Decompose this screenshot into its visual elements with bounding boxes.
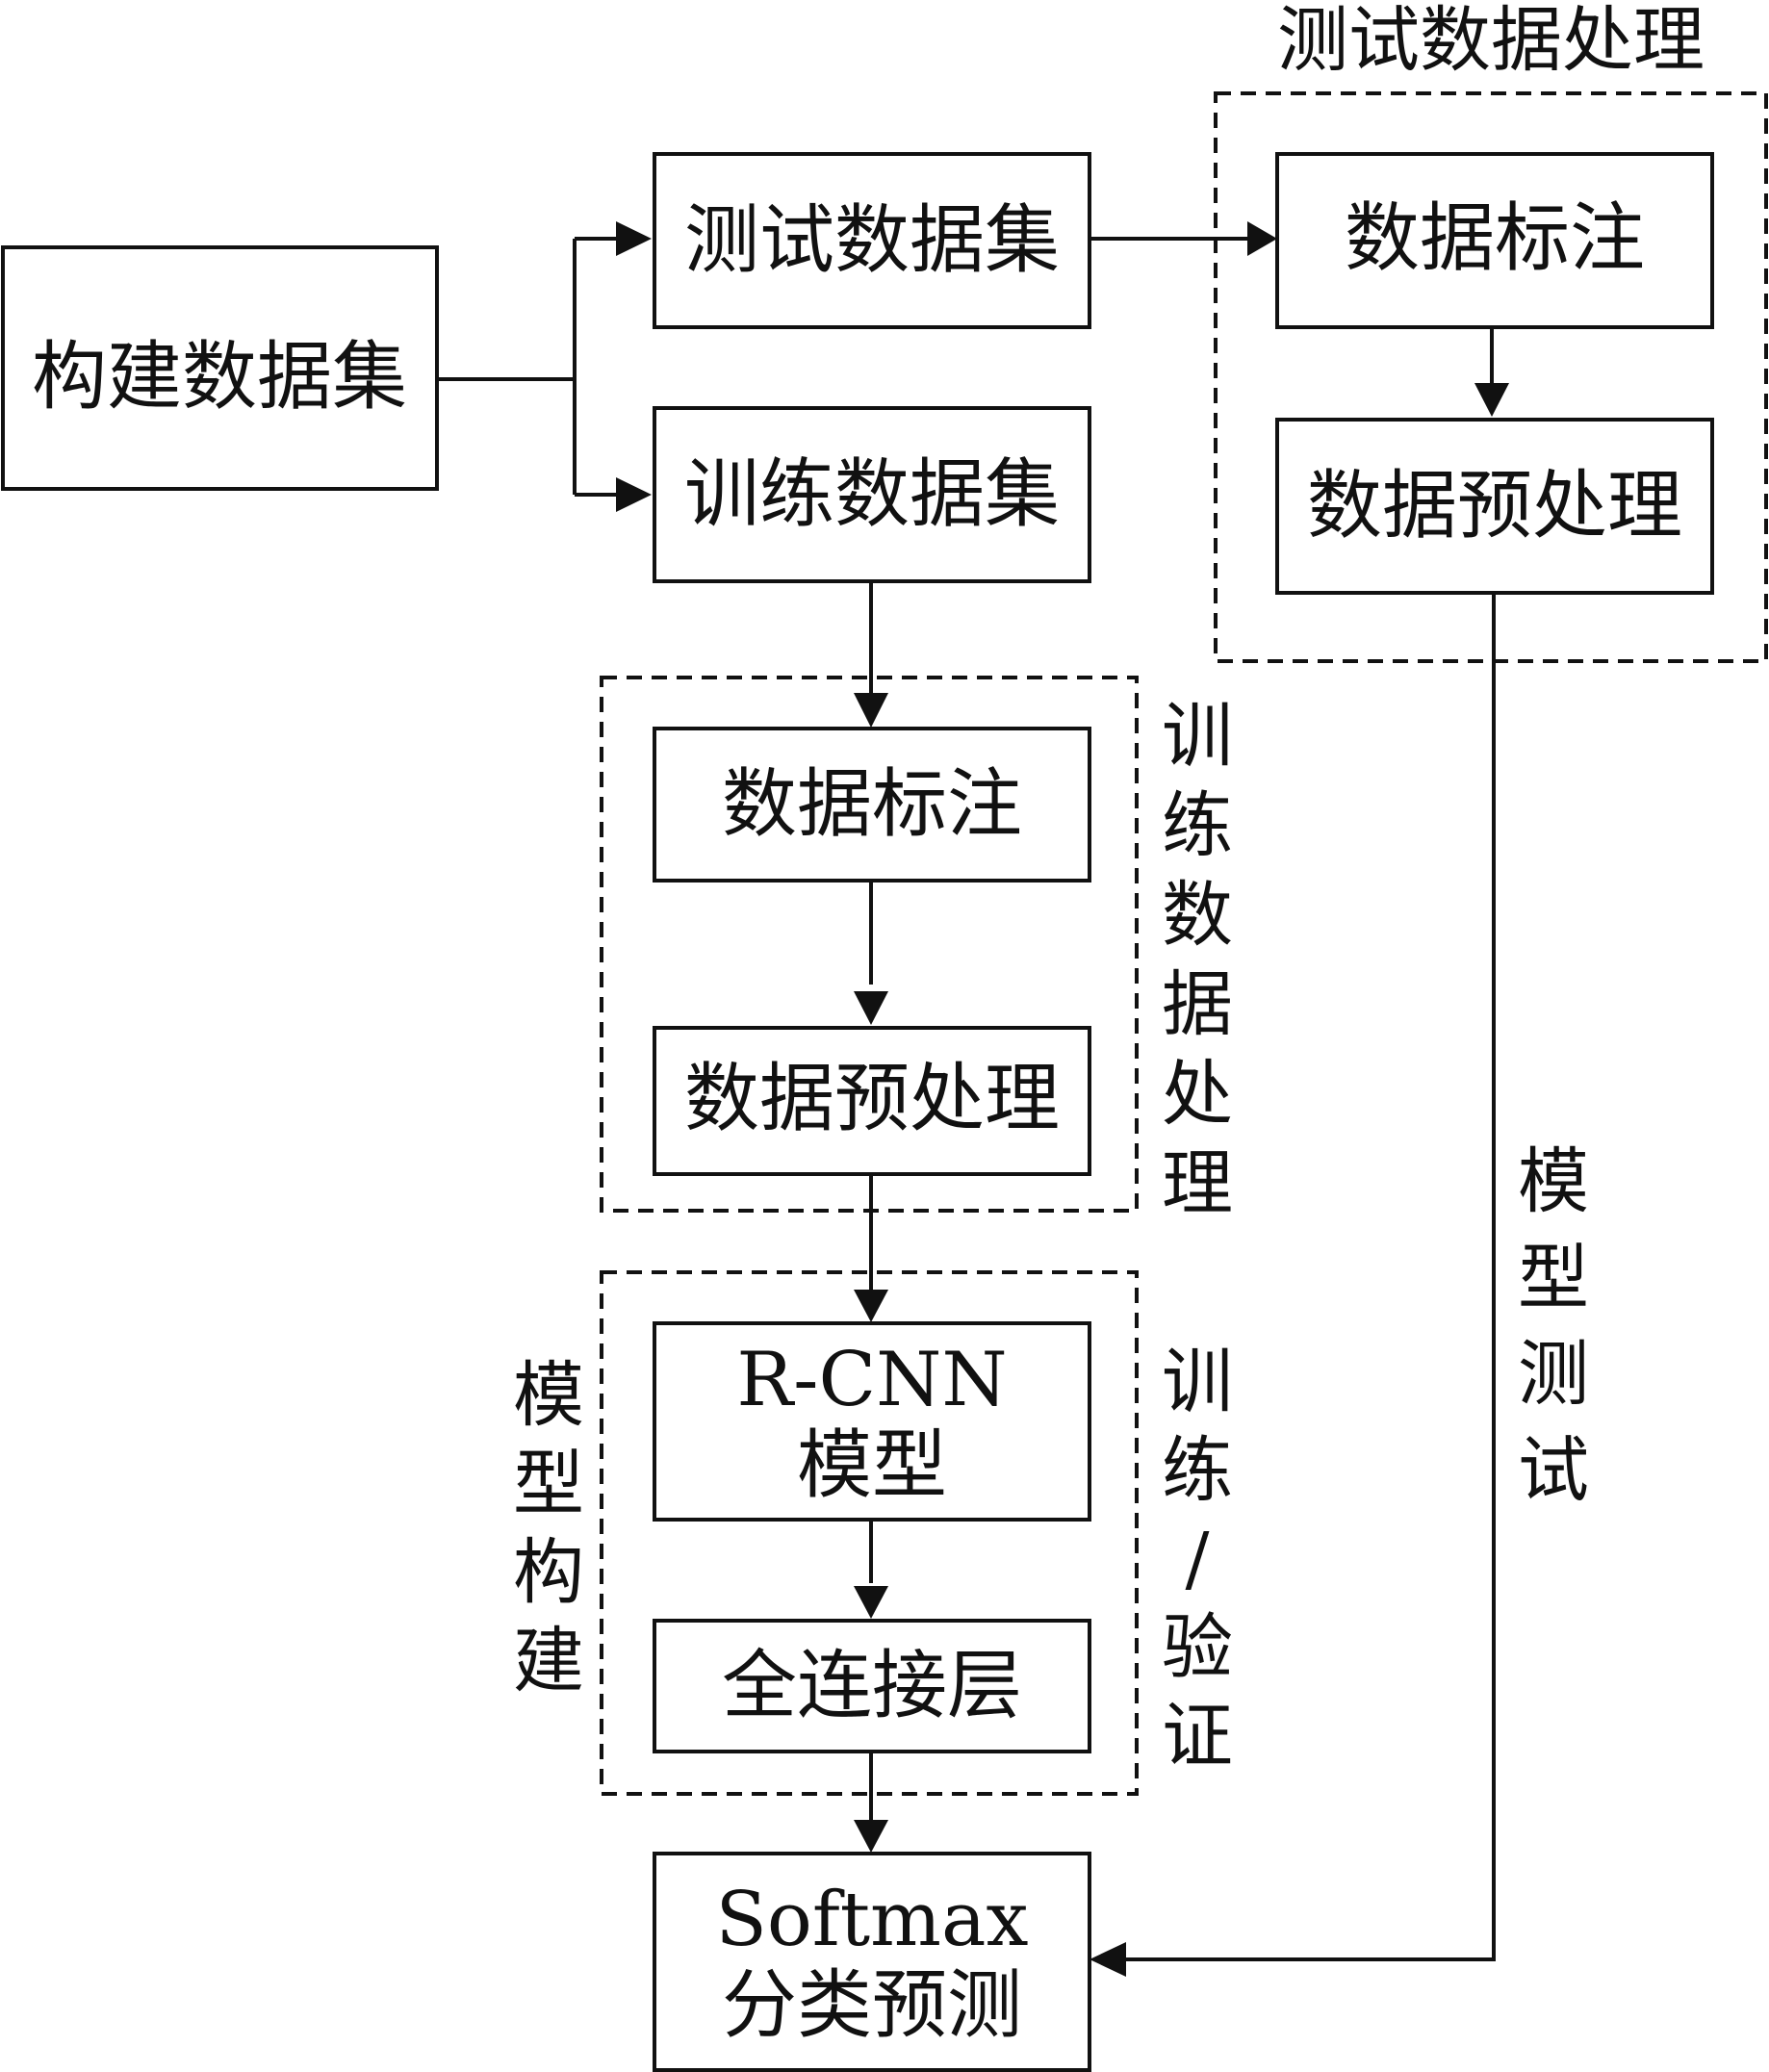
arrowhead-test-annotation [1247, 221, 1277, 256]
nodes [1, 152, 1714, 2072]
train-dataset-box [653, 406, 1091, 583]
train-processing-label-char: 数 [1162, 874, 1233, 957]
train-preprocess-box [653, 1026, 1091, 1176]
test-preprocess-box [1275, 418, 1714, 595]
train-processing-label-char: 理 [1162, 1142, 1233, 1225]
train-preprocess-label: 数据预处理 [684, 1056, 1060, 1142]
model-build-label-char: 型 [513, 1443, 584, 1525]
arrowhead-rcnn [854, 1290, 888, 1322]
test-annotation-box [1275, 152, 1714, 329]
arrowhead-model-test [1090, 1942, 1126, 1977]
test-processing-title: 测试数据处理 [1277, 0, 1705, 82]
arrowhead-fc [854, 1586, 888, 1619]
train-processing-label-char: 练 [1162, 784, 1233, 867]
connectors [437, 237, 1496, 1961]
test-preprocess-label: 数据预处理 [1307, 463, 1682, 550]
test-dataset-label: 测试数据集 [684, 197, 1060, 284]
train-processing-label-char: 据 [1162, 963, 1233, 1046]
rcnn-label-line1: R-CNN [736, 1337, 1007, 1423]
softmax-label-line2: 分类预测 [722, 1962, 1022, 2049]
arrowhead-softmax [854, 1820, 888, 1853]
test-dataset-box [653, 152, 1091, 329]
model-build-label-char: 构 [513, 1531, 584, 1614]
train-dataset-label: 训练数据集 [684, 451, 1060, 538]
fc-layer-label: 全连接层 [722, 1643, 1022, 1729]
softmax-box [653, 1852, 1091, 2072]
model-build-label-char: 模 [513, 1354, 584, 1437]
arrowhead-train-annotation [854, 693, 888, 728]
arrowhead-test-dataset [616, 221, 652, 256]
arrowheads [616, 221, 1509, 1977]
model-build-label-char: 建 [513, 1620, 584, 1702]
model-test-label-char: 型 [1518, 1237, 1589, 1319]
model-test-label-char: 测 [1518, 1333, 1589, 1416]
train-processing-label-char: 训 [1162, 695, 1233, 778]
softmax-label-line1: Softmax [715, 1877, 1028, 1963]
train-processing-label-char: 处 [1162, 1053, 1233, 1136]
train-validate-label-char: 练 [1162, 1429, 1233, 1512]
train-validate-label-char: 验 [1162, 1606, 1233, 1689]
test-processing-group [1214, 91, 1768, 663]
train-validate-label-char: 训 [1162, 1341, 1233, 1423]
arrowhead-train-dataset [616, 477, 652, 512]
build-dataset-box [1, 245, 439, 491]
train-annotation-box [653, 727, 1091, 883]
fc-layer-box [653, 1619, 1091, 1753]
model-test-label-char: 试 [1518, 1429, 1589, 1512]
model-test-label-char: 模 [1518, 1140, 1589, 1223]
arrowhead-test-preprocess [1474, 383, 1509, 417]
train-validate-label-char: 证 [1162, 1695, 1233, 1778]
rcnn-label-line2: 模型 [797, 1422, 947, 1509]
build-dataset-label: 构建数据集 [32, 334, 407, 421]
arrow-model-test-path [1115, 594, 1496, 1961]
rcnn-model-box [653, 1321, 1091, 1522]
train-annotation-label: 数据标注 [722, 761, 1022, 848]
arrowhead-train-preprocess [854, 991, 888, 1025]
train-validate-label-char: / [1186, 1518, 1210, 1600]
test-annotation-label: 数据标注 [1345, 195, 1645, 282]
model-build-group [600, 1270, 1139, 1796]
